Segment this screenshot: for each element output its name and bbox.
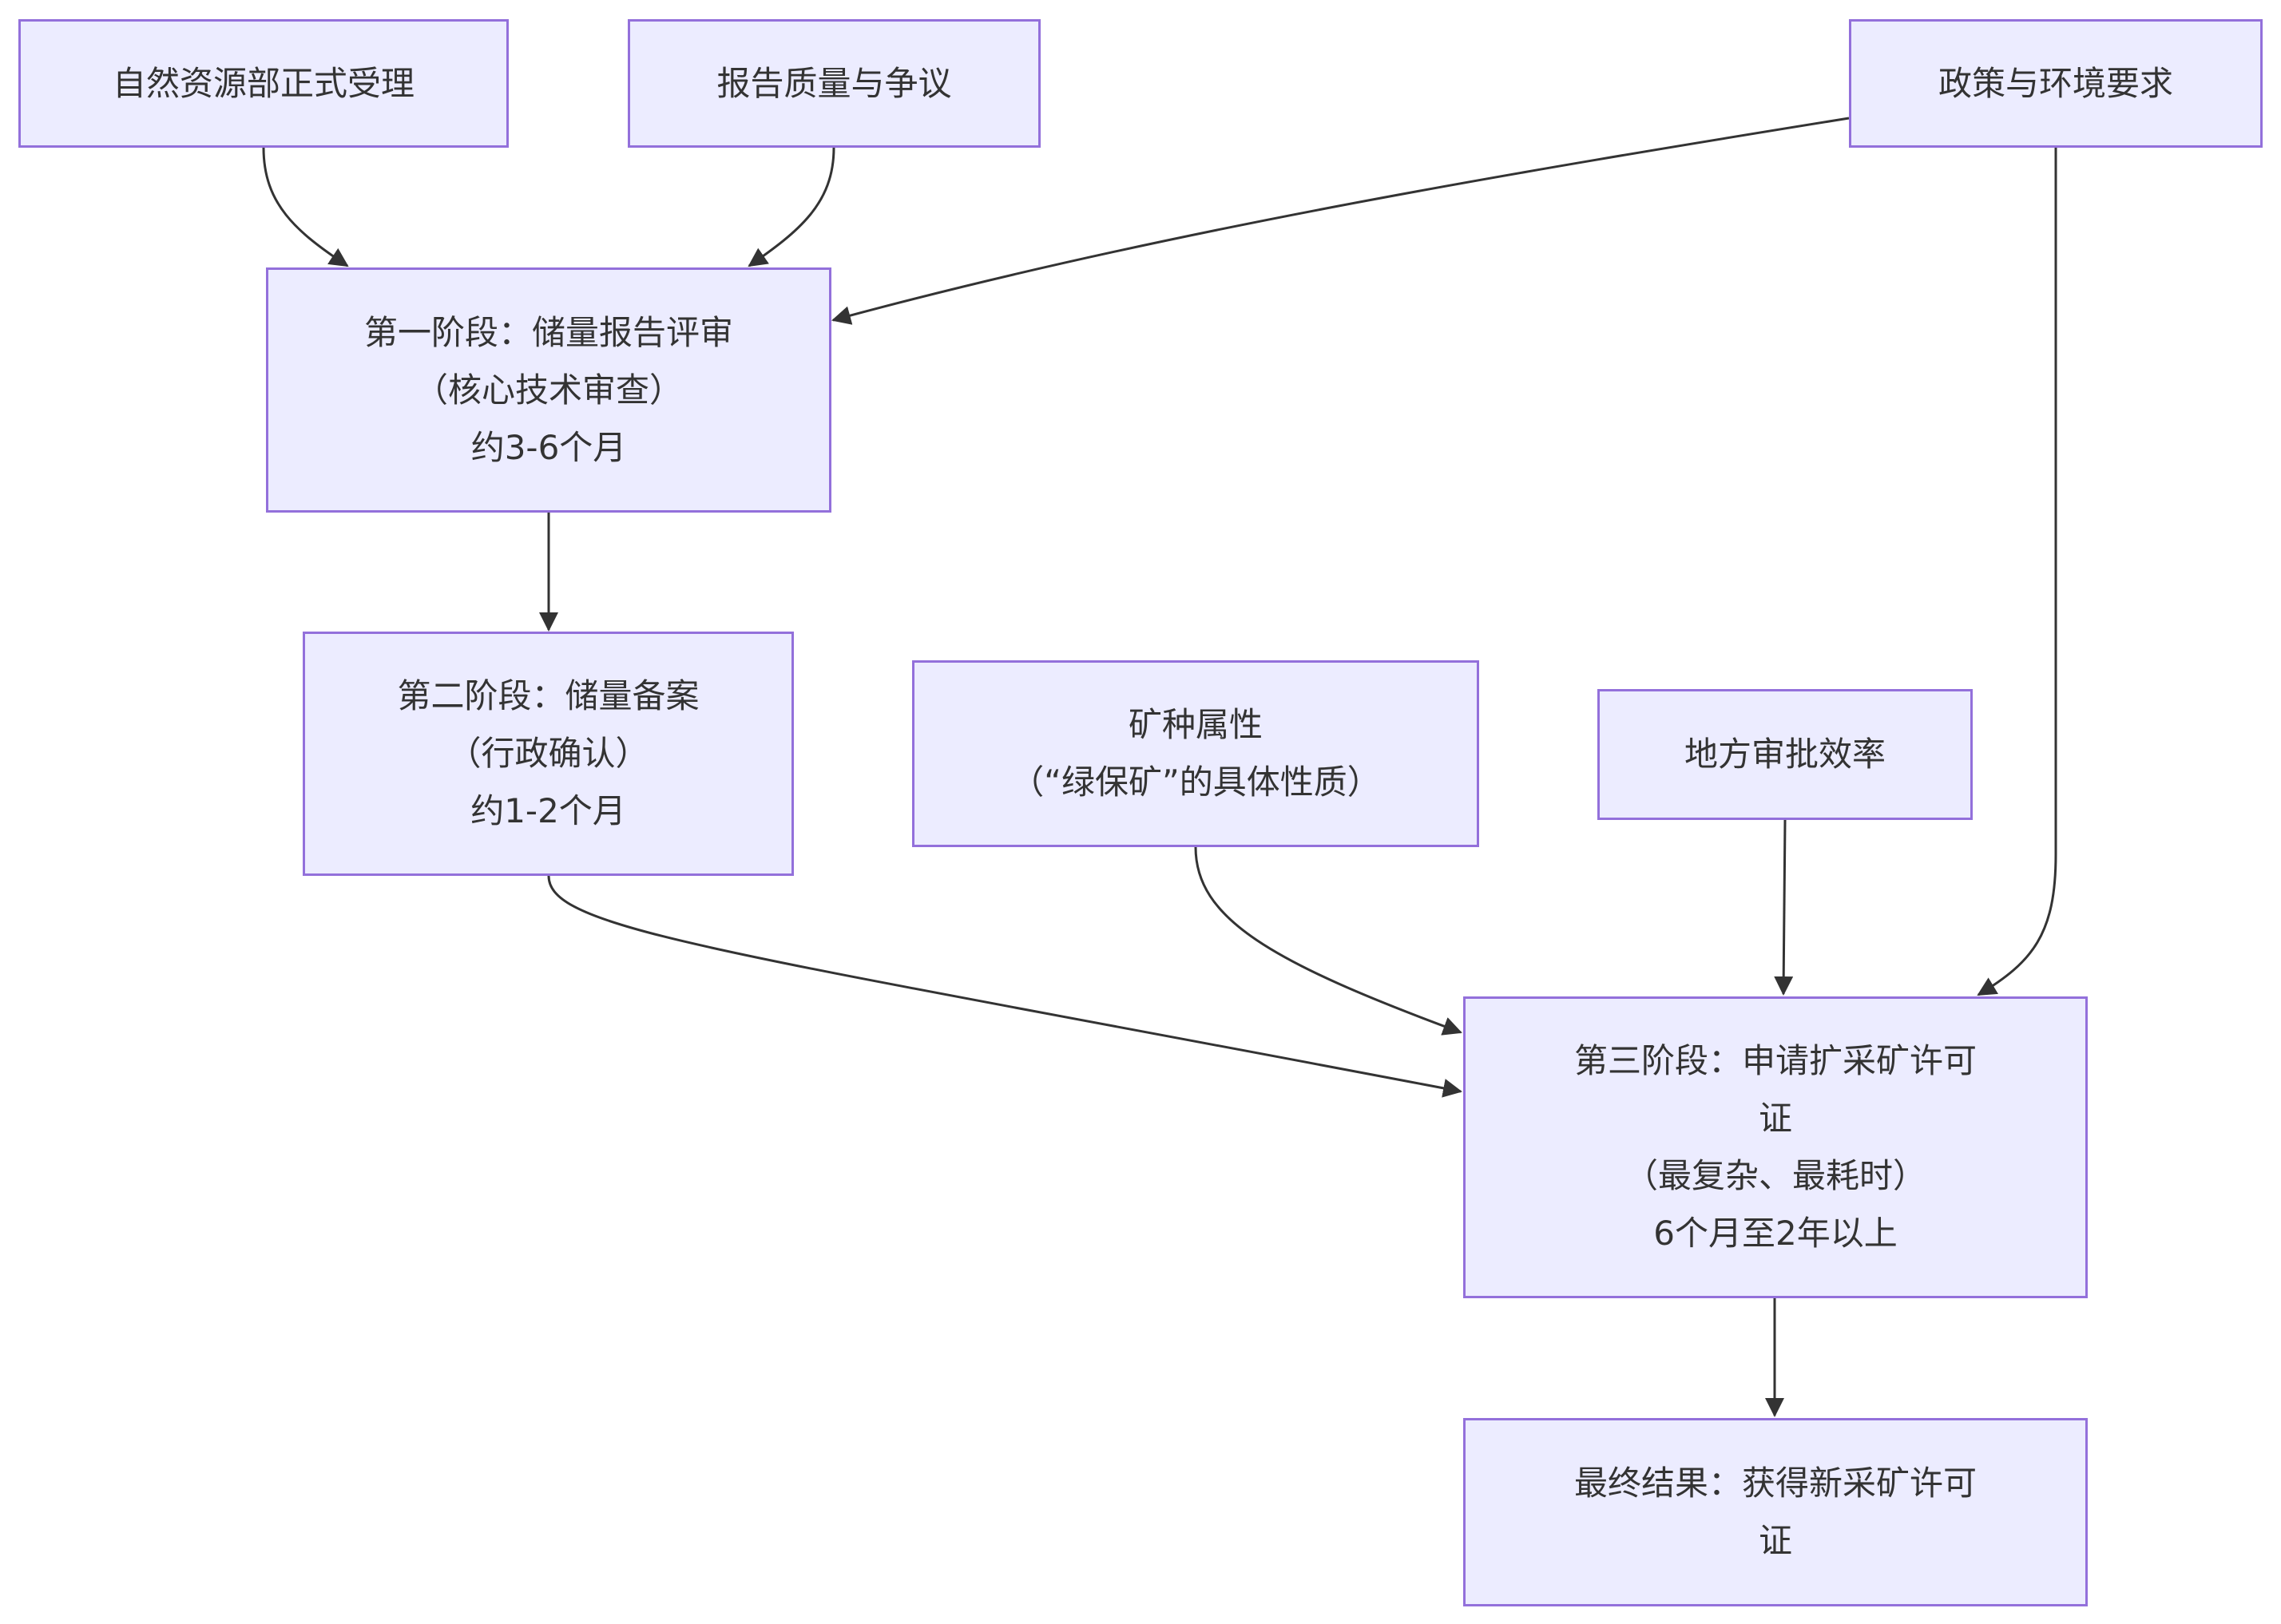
node-label: 报告质量与争议 [716,63,952,103]
node-title: 第二阶段：储量备案 [397,676,700,715]
node-local-approval-efficiency: 地方审批效率 [1597,689,1973,820]
edge-mineral-to-stage3 [1194,846,1462,1036]
node-stage1-reserve-review: 第一阶段：储量报告评审 （核心技术审查） 约3-6个月 [266,267,831,513]
edge-local-to-stage3 [1774,819,1794,996]
node-label: 地方审批效率 [1684,735,1886,774]
edge-quality-to-stage1 [748,147,835,267]
node-ministry-acceptance: 自然资源部正式受理 [18,19,509,148]
node-title: 矿种属性 [1128,705,1263,744]
edge-stage2-to-stage3 [547,875,1462,1098]
node-title-cont: 证 [1758,1099,1792,1138]
node-subtitle: （行政确认） [447,734,649,773]
edge-accept-to-stage1 [262,147,349,267]
node-title: 第一阶段：储量报告评审 [363,312,733,352]
node-duration: 6个月至2年以上 [1653,1214,1898,1253]
node-duration: 约3-6个月 [470,427,627,467]
node-stage2-reserve-filing: 第二阶段：储量备案 （行政确认） 约1-2个月 [303,632,794,876]
node-final-result: 最终结果：获得新采矿许可 证 [1463,1418,2088,1606]
node-report-quality: 报告质量与争议 [628,19,1041,148]
node-label: 政策与环境要求 [1938,63,2173,103]
node-policy-environment: 政策与环境要求 [1849,19,2263,148]
edge-policy-to-stage3 [1977,148,2057,996]
node-subtitle: （“绿保矿”的具体性质） [1010,762,1381,802]
node-title: 最终结果：获得新采矿许可 [1573,1464,1977,1503]
node-title-cont: 证 [1758,1521,1792,1560]
node-mineral-attributes: 矿种属性 （“绿保矿”的具体性质） [912,660,1479,847]
node-subtitle: （最复杂、最耗时） [1624,1156,1926,1195]
node-label: 自然资源部正式受理 [112,63,415,103]
edge-policy-to-stage1 [831,117,1850,325]
node-subtitle: （核心技术审查） [414,370,683,410]
node-duration: 约1-2个月 [470,791,626,830]
node-title: 第三阶段：申请扩采矿许可 [1573,1041,1977,1080]
node-stage3-mining-license: 第三阶段：申请扩采矿许可 证 （最复杂、最耗时） 6个月至2年以上 [1463,996,2088,1298]
